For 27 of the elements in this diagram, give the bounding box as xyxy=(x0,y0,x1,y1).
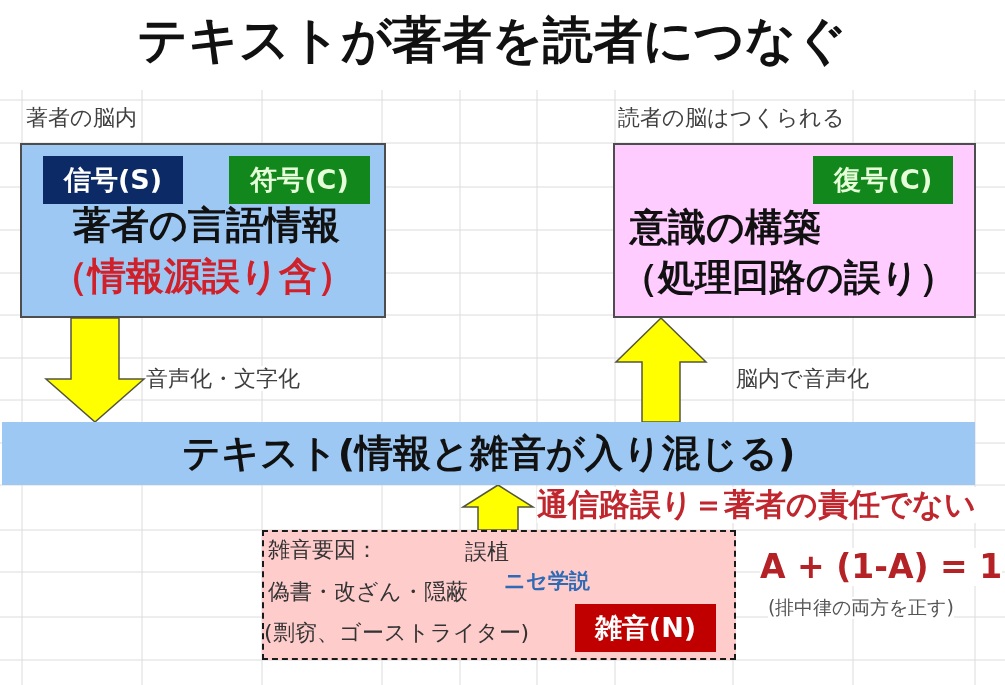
note-text: 偽書・改ざん・隠蔽 xyxy=(268,579,468,605)
edge-label: 脳内で音声化 xyxy=(736,366,869,392)
note-text: (排中律の両方を正す) xyxy=(768,597,954,619)
note-text: (剽窃、ゴーストライター) xyxy=(264,620,530,646)
edge-label: 音声化・文字化 xyxy=(146,366,300,392)
note-text: （処理回路の誤り） xyxy=(621,257,956,300)
edge-label: 通信路誤り＝著者の責任でない xyxy=(537,487,976,523)
note-text: 雑音要因： xyxy=(268,537,378,563)
tag-box: 雑音(N) xyxy=(575,604,716,652)
tag-box: 信号(S) xyxy=(43,156,183,204)
box-heading: 著者の脳内 xyxy=(26,105,137,131)
main-text: 意識の構築 xyxy=(630,206,821,250)
noise-box xyxy=(262,530,736,660)
block-arrow xyxy=(614,316,708,423)
note-text: 誤植 xyxy=(465,539,509,565)
box-heading: 読者の脳はつくられる xyxy=(618,105,845,131)
tag-box: 復号(C) xyxy=(813,156,953,204)
text-band xyxy=(2,422,975,485)
block-arrow xyxy=(460,484,536,531)
main-text: 著者の言語情報 xyxy=(73,204,340,248)
formula-text: A + (1-A) = 1 xyxy=(760,548,1003,586)
note-text: （情報源誤り含） xyxy=(50,255,355,299)
tag-box: 符号(C) xyxy=(229,156,370,204)
band-text: テキスト(情報と雑音が入り混じる) xyxy=(181,431,796,476)
note-text: ニセ学説 xyxy=(504,569,590,594)
title: テキストが著者を読者につなぐ xyxy=(137,12,847,70)
block-arrow xyxy=(44,317,146,423)
